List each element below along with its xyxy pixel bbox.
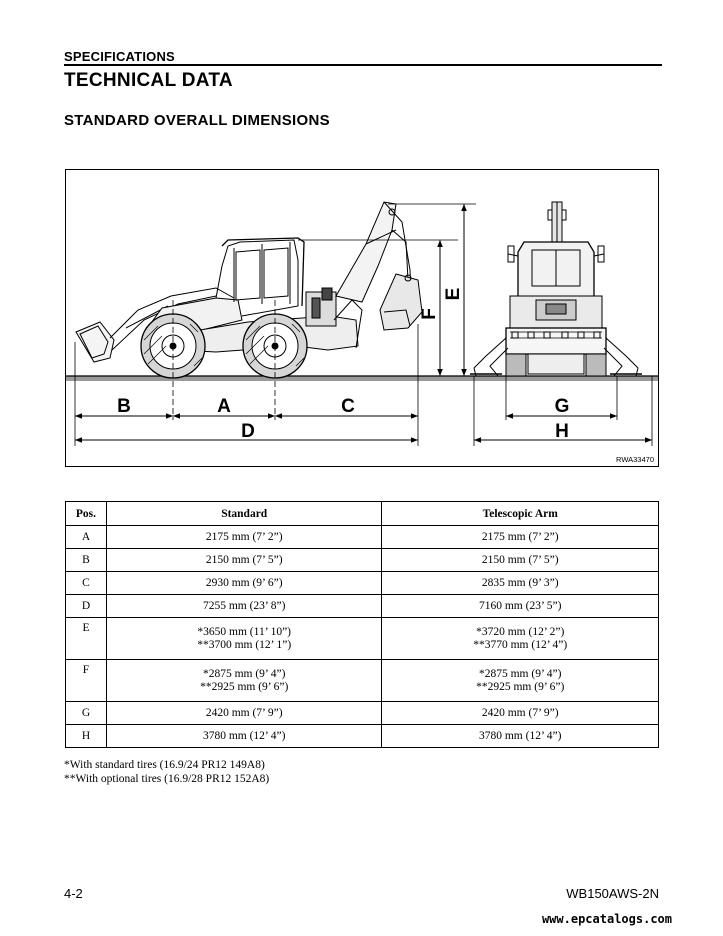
front-view-machine	[470, 201, 642, 377]
watermark-link[interactable]: www.epcatalogs.com	[541, 912, 672, 926]
header-telescopic: Telescopic Arm	[381, 501, 659, 526]
cell-value: **3700 mm (12’ 1”)	[197, 638, 292, 651]
table-header-row: Pos. Standard Telescopic Arm	[65, 501, 659, 526]
model-code: WB150AWS-2N	[566, 886, 659, 901]
footnote-optional-tires: **With optional tires (16.9/28 PR12 152A…	[64, 773, 270, 785]
cell-standard: 2420 mm (7’ 9”)	[105, 701, 383, 725]
cell-value: 2150 mm (7’ 5”)	[205, 553, 283, 566]
front-extension-lines	[473, 376, 653, 446]
side-view-machine	[75, 201, 423, 420]
cell-value: 3780 mm (12’ 4”)	[202, 729, 286, 742]
table-row: C 2930 mm (9’ 6”) 2835 mm (9’ 3”)	[65, 571, 659, 595]
dim-label-d: D	[241, 421, 255, 442]
cell-standard: *2875 mm (9’ 4”)**2925 mm (9’ 6”)	[105, 659, 383, 702]
dim-label-f: F	[419, 308, 440, 320]
cell-value: *3650 mm (11’ 10”)	[197, 625, 291, 638]
cell-value: 2150 mm (7’ 5”)	[481, 553, 559, 566]
cell-telescopic: *3720 mm (12’ 2”)**3770 mm (12’ 4”)	[381, 617, 659, 660]
table-row: E*3650 mm (11’ 10”)**3700 mm (12’ 1”)*37…	[65, 617, 659, 660]
cell-pos: E	[65, 617, 107, 660]
cell-pos: C	[65, 571, 107, 595]
table-row: A 2175 mm (7’ 2”) 2175 mm (7’ 2”)	[65, 525, 659, 549]
header-rule	[64, 64, 662, 66]
header-pos: Pos.	[65, 501, 107, 526]
cell-value: 2175 mm (7’ 2”)	[481, 530, 559, 543]
footnote-standard-tires: *With standard tires (16.9/24 PR12 149A8…	[64, 759, 265, 771]
cell-telescopic: *2875 mm (9’ 4”)**2925 mm (9’ 6”)	[381, 659, 659, 702]
cell-value: *2875 mm (9’ 4”)	[202, 667, 286, 680]
figure-reference: RWA33470	[616, 455, 654, 464]
ground-band	[66, 376, 658, 381]
dimensions-table: Pos. Standard Telescopic Arm A 2175 mm (7…	[65, 501, 659, 748]
cell-pos: B	[65, 548, 107, 572]
table-row: G 2420 mm (7’ 9”) 2420 mm (7’ 9”)	[65, 701, 659, 725]
section-label: SPECIFICATIONS	[64, 49, 175, 64]
cell-pos: D	[65, 594, 107, 618]
cell-value: 7255 mm (23’ 8”)	[202, 599, 286, 612]
front-dimension-arrows	[474, 413, 652, 443]
cell-value: 2420 mm (7’ 9”)	[481, 706, 559, 719]
backhoe-loader-drawing: B A C D G H F E RWA33470	[66, 201, 658, 464]
dim-label-c: C	[341, 396, 355, 417]
table-row: B 2150 mm (7’ 5”) 2150 mm (7’ 5”)	[65, 548, 659, 572]
section-subtitle: STANDARD OVERALL DIMENSIONS	[64, 112, 330, 129]
cell-telescopic: 7160 mm (23’ 5”)	[381, 594, 659, 618]
cell-standard: *3650 mm (11’ 10”)**3700 mm (12’ 1”)	[105, 617, 383, 660]
cell-pos: G	[65, 701, 107, 725]
cell-standard: 2150 mm (7’ 5”)	[105, 548, 383, 572]
cell-telescopic: 2835 mm (9’ 3”)	[381, 571, 659, 595]
table-body: A 2175 mm (7’ 2”) 2175 mm (7’ 2”) B 2150 mm …	[65, 525, 659, 748]
cell-telescopic: 2420 mm (7’ 9”)	[381, 701, 659, 725]
cell-pos: H	[65, 724, 107, 748]
side-dimension-arrows	[75, 204, 467, 443]
cell-value: *3720 mm (12’ 2”)	[476, 625, 565, 638]
cell-value: 3780 mm (12’ 4”)	[478, 729, 562, 742]
cell-telescopic: 3780 mm (12’ 4”)	[381, 724, 659, 748]
cell-value: 2930 mm (9’ 6”)	[205, 576, 283, 589]
cell-value: 7160 mm (23’ 5”)	[478, 599, 562, 612]
footnotes: *With standard tires (16.9/24 PR12 149A8…	[64, 758, 269, 786]
dim-label-e: E	[443, 288, 464, 301]
table-row: H 3780 mm (12’ 4”) 3780 mm (12’ 4”)	[65, 724, 659, 748]
dimension-figure: B A C D G H F E RWA33470	[65, 169, 659, 467]
page-title: TECHNICAL DATA	[64, 70, 233, 91]
cell-value: *2875 mm (9’ 4”)	[478, 667, 562, 680]
cell-standard: 3780 mm (12’ 4”)	[105, 724, 383, 748]
cell-value: 2175 mm (7’ 2”)	[205, 530, 283, 543]
table-row: D 7255 mm (23’ 8”) 7160 mm (23’ 5”)	[65, 594, 659, 618]
cell-value: **2925 mm (9’ 6”)	[200, 680, 289, 693]
cell-pos: A	[65, 525, 107, 549]
cell-pos: F	[65, 659, 107, 702]
dim-label-b: B	[117, 396, 131, 417]
dim-label-a: A	[217, 396, 231, 417]
cell-value: 2835 mm (9’ 3”)	[481, 576, 559, 589]
dimension-letters: B A C D G H F E	[117, 288, 569, 442]
cell-value: 2420 mm (7’ 9”)	[205, 706, 283, 719]
table-row: F*2875 mm (9’ 4”)**2925 mm (9’ 6”)*2875 …	[65, 659, 659, 702]
cell-standard: 2930 mm (9’ 6”)	[105, 571, 383, 595]
cell-standard: 7255 mm (23’ 8”)	[105, 594, 383, 618]
cell-telescopic: 2150 mm (7’ 5”)	[381, 548, 659, 572]
cell-telescopic: 2175 mm (7’ 2”)	[381, 525, 659, 549]
cell-value: **3770 mm (12’ 4”)	[473, 638, 568, 651]
cell-value: **2925 mm (9’ 6”)	[476, 680, 565, 693]
dim-label-h: H	[555, 421, 569, 442]
dim-label-g: G	[555, 396, 570, 417]
header-standard: Standard	[105, 501, 383, 526]
cell-standard: 2175 mm (7’ 2”)	[105, 525, 383, 549]
page-number: 4-2	[64, 886, 83, 901]
